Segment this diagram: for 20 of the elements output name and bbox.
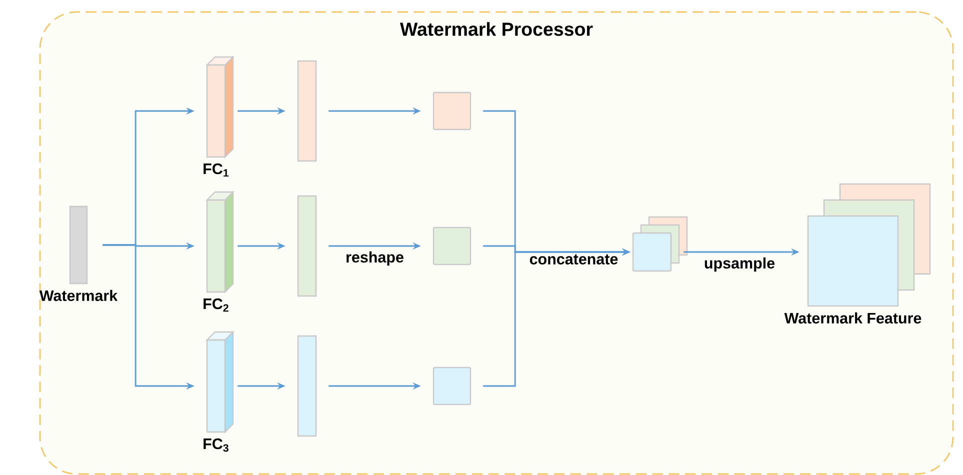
feature-square xyxy=(432,92,472,130)
feature-square xyxy=(432,226,472,266)
fc-layer-prism: FC$_{2}$ xyxy=(204,190,234,312)
edge-label: upsample xyxy=(704,257,775,272)
node-label: Watermark Feature xyxy=(784,312,922,324)
node-label: Watermark xyxy=(39,290,118,302)
feature-map-stack: Watermark Feature xyxy=(784,183,931,324)
node-label: FC$_{3}$ xyxy=(204,438,228,452)
vector-bar xyxy=(297,335,317,437)
watermark-bar: Watermark xyxy=(39,206,118,302)
fc-layer-prism: FC$_{1}$ xyxy=(204,56,234,177)
feature-square xyxy=(432,366,472,406)
vector-bar xyxy=(297,195,317,297)
edge-label: reshape xyxy=(346,251,404,266)
fc-layer-prism: FC$_{3}$ xyxy=(204,330,234,452)
node-label: FC$_{2}$ xyxy=(204,298,228,312)
feature-map-stack xyxy=(632,216,688,272)
edge-label: concatenate xyxy=(530,254,618,264)
vector-bar xyxy=(297,60,317,162)
node-label: FC$_{1}$ xyxy=(204,163,229,177)
